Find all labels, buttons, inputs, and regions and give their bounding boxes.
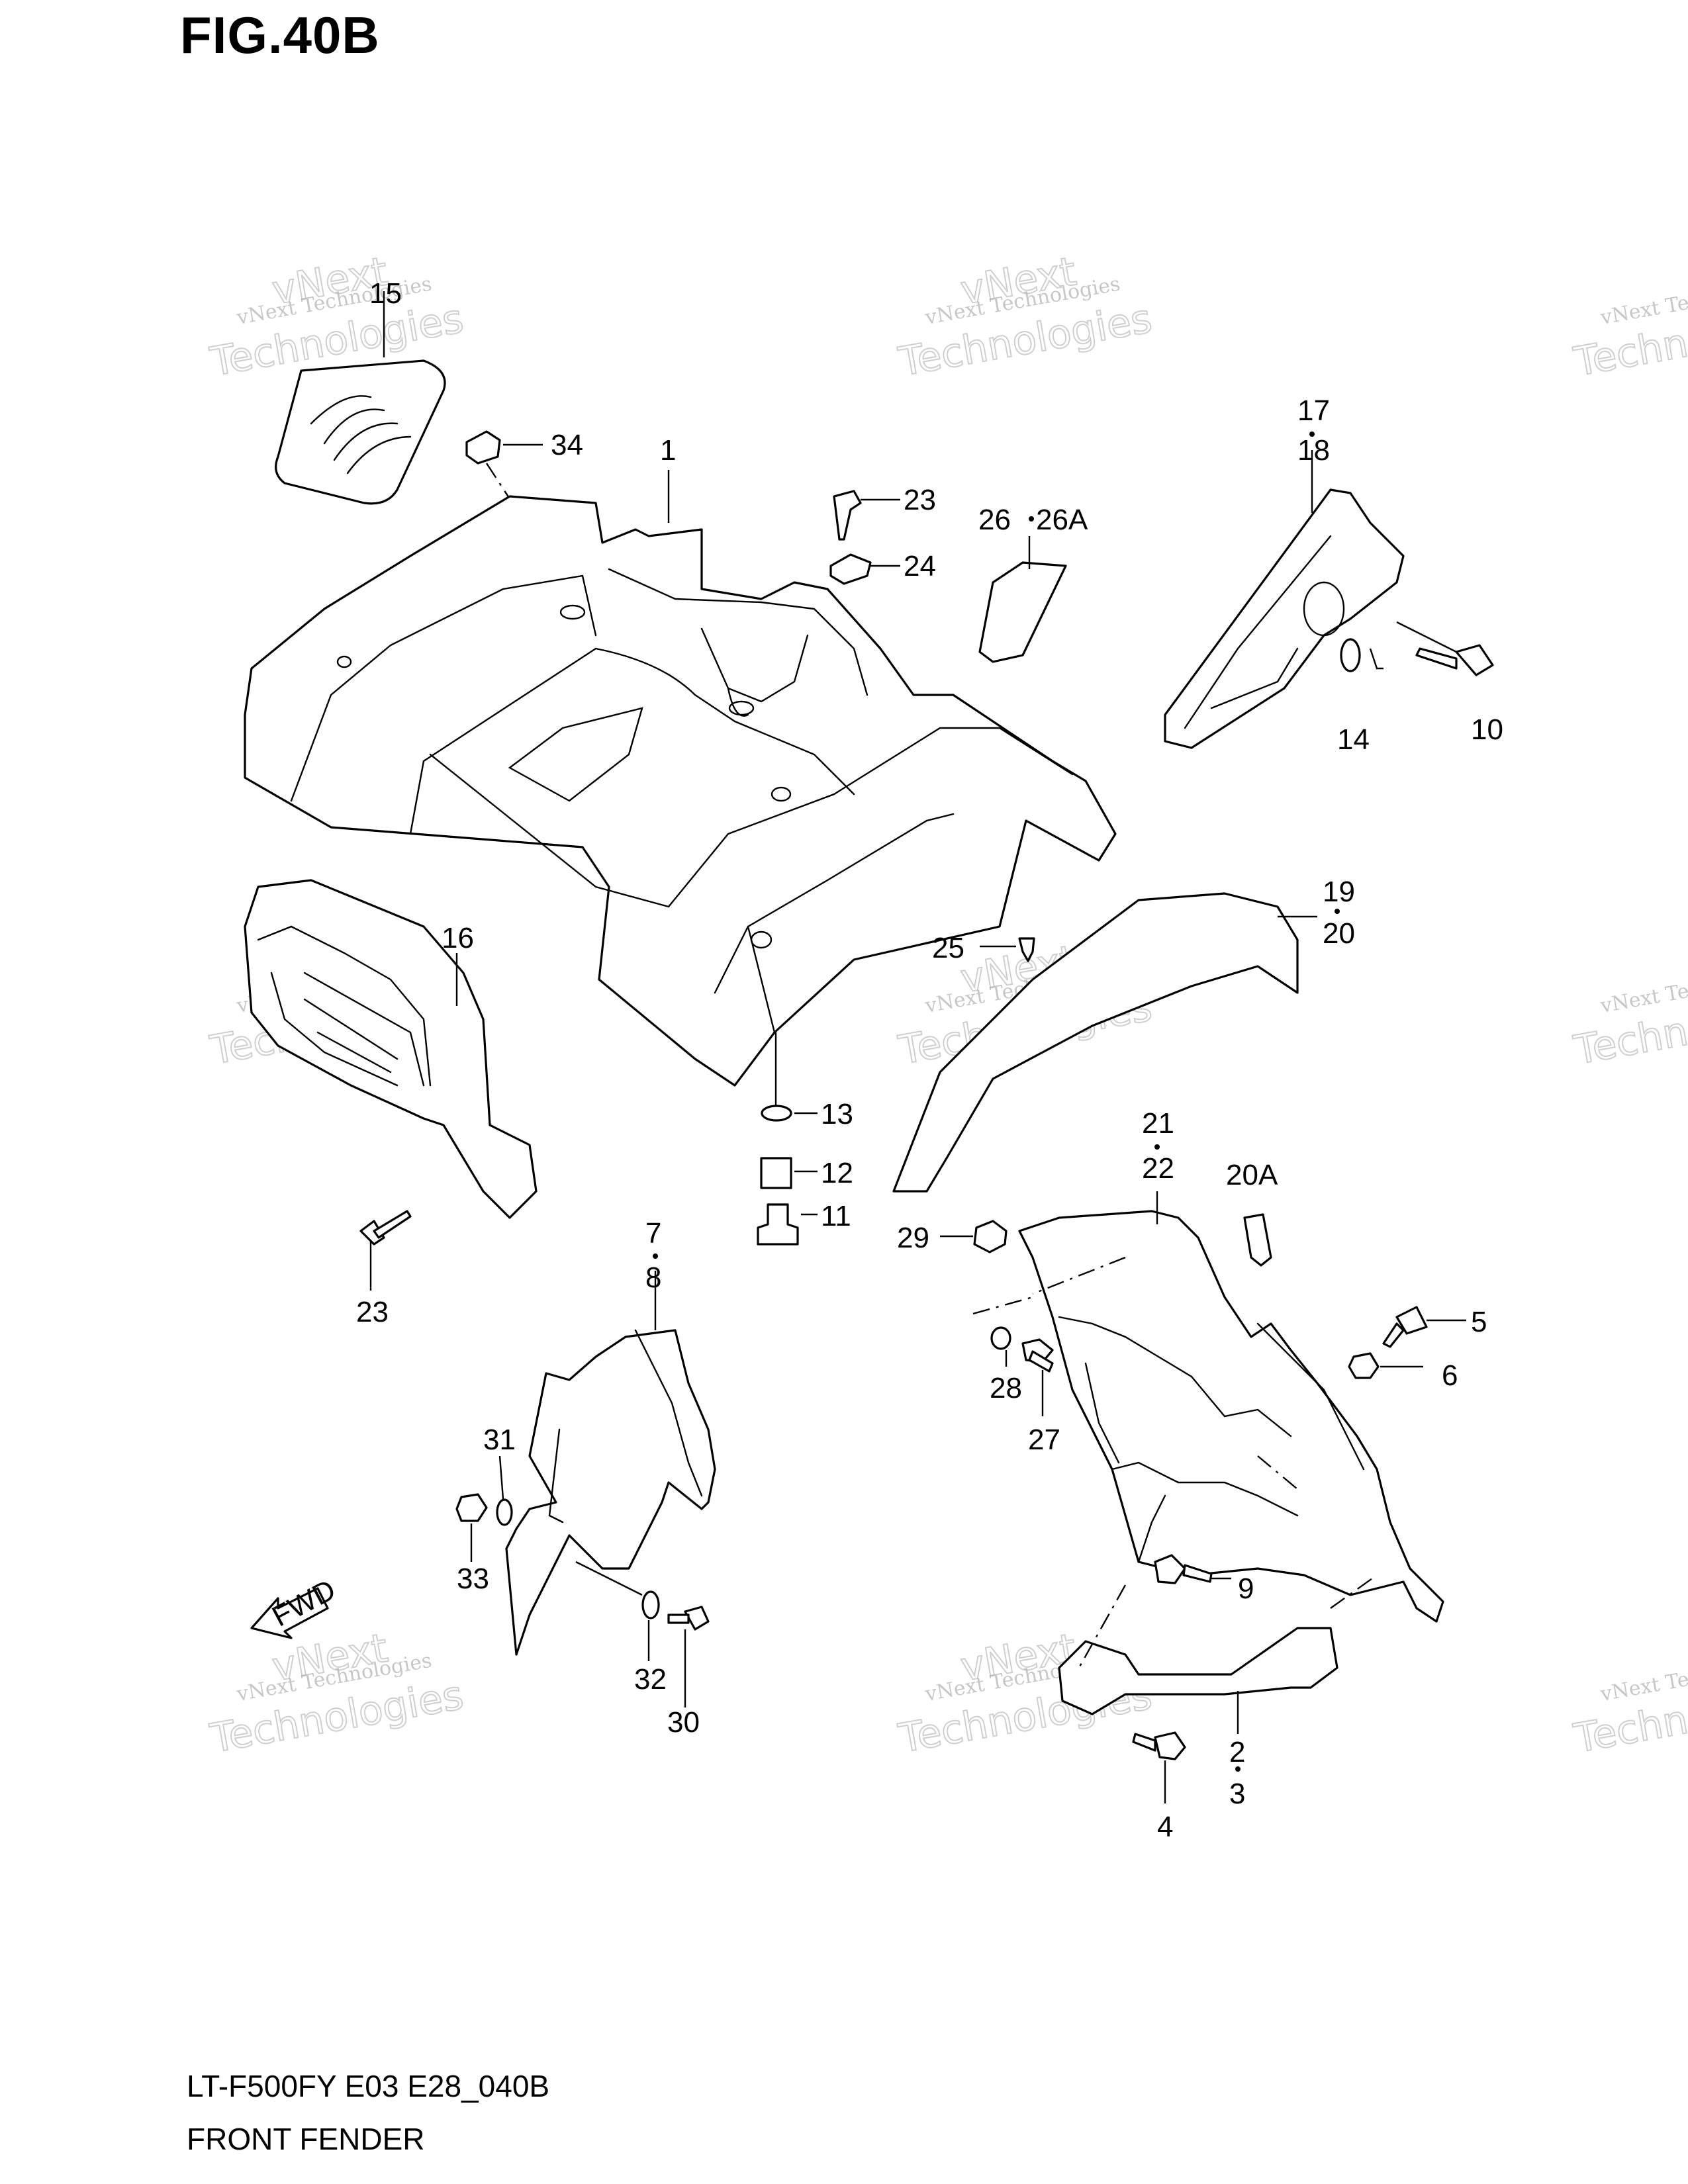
- part-17-side-panel: [1164, 450, 1405, 749]
- label-23-top: 23: [904, 484, 936, 516]
- label-13: 13: [821, 1098, 853, 1130]
- label-27: 27: [1028, 1424, 1060, 1456]
- label-21: 21: [1142, 1107, 1174, 1140]
- part-12-collar: [760, 1157, 818, 1189]
- part-7-mud-guard: [505, 1271, 716, 1656]
- label-7: 7: [645, 1217, 661, 1250]
- label-3: 3: [1229, 1778, 1245, 1810]
- label-12: 12: [821, 1157, 853, 1189]
- part-20a-bracket: [1243, 1213, 1272, 1267]
- label-28: 28: [990, 1372, 1022, 1404]
- fwd-arrow-icon: FWD: [250, 1573, 341, 1639]
- part-19-fender-flap: [892, 892, 1317, 1193]
- part-25-clip: [980, 937, 1035, 962]
- part-13-washer: [761, 1032, 818, 1122]
- label-24: 24: [904, 550, 936, 582]
- part-26-bar: [978, 536, 1067, 663]
- label-6: 6: [1442, 1359, 1458, 1392]
- label-18: 18: [1297, 434, 1330, 467]
- label-10: 10: [1471, 713, 1503, 746]
- label-19: 19: [1323, 876, 1355, 908]
- part-4-bolt: [1132, 1731, 1186, 1803]
- part-16-grille: [244, 879, 538, 1219]
- label-20: 20: [1323, 917, 1355, 950]
- part-10-screw: [1396, 621, 1494, 676]
- part-30-screw: [667, 1606, 710, 1707]
- label-5: 5: [1471, 1306, 1487, 1338]
- part-27-bolt: [1021, 1338, 1054, 1416]
- part-21-inner-fender: [972, 1191, 1444, 1623]
- part-29-nut: [940, 1220, 1008, 1253]
- part-28-washer: [990, 1326, 1011, 1367]
- label-29: 29: [897, 1222, 929, 1254]
- figure-name: FRONT FENDER: [187, 2122, 425, 2156]
- label-15: 15: [369, 277, 402, 310]
- part-31-washer: [496, 1455, 513, 1526]
- part-9-bolt: [1154, 1554, 1231, 1584]
- fwd-label: FWD: [267, 1573, 340, 1633]
- part-11-bolt: [757, 1203, 818, 1246]
- part-33-nut: [455, 1493, 488, 1562]
- label-26: 26: [978, 504, 1011, 536]
- part-23-screw-top: [833, 490, 900, 541]
- label-26a: 26A: [1036, 504, 1088, 536]
- part-1-front-fender: [244, 495, 1117, 1087]
- label-30: 30: [667, 1706, 700, 1739]
- part-2-stay: [1058, 1574, 1378, 1734]
- part-15-mat: [275, 359, 446, 505]
- label-14: 14: [1337, 723, 1370, 756]
- label-31: 31: [483, 1424, 516, 1456]
- part-24-clip: [829, 553, 900, 585]
- label-33: 33: [457, 1563, 489, 1595]
- label-8: 8: [645, 1261, 661, 1294]
- model-code: LT-F500FY E03 E28_040B: [187, 2069, 550, 2103]
- part-14-washer: [1340, 638, 1383, 672]
- label-16: 16: [442, 922, 474, 954]
- figure-title: FIG.40B: [180, 6, 380, 64]
- label-2: 2: [1229, 1736, 1245, 1768]
- label-9: 9: [1238, 1572, 1254, 1605]
- part-23-screw-lower: [359, 1210, 412, 1291]
- label-25: 25: [932, 932, 964, 964]
- label-11: 11: [821, 1200, 851, 1232]
- label-32: 32: [634, 1663, 667, 1696]
- label-1: 1: [660, 434, 676, 467]
- part-32-washer: [575, 1561, 660, 1661]
- label-22: 22: [1142, 1152, 1174, 1185]
- label-4: 4: [1157, 1811, 1173, 1843]
- part-6-nut: [1348, 1352, 1423, 1379]
- label-34: 34: [551, 429, 583, 461]
- label-23-lower: 23: [356, 1296, 389, 1328]
- label-17: 17: [1297, 394, 1330, 427]
- part-5-bolt: [1382, 1306, 1466, 1348]
- label-20a: 20A: [1226, 1159, 1278, 1191]
